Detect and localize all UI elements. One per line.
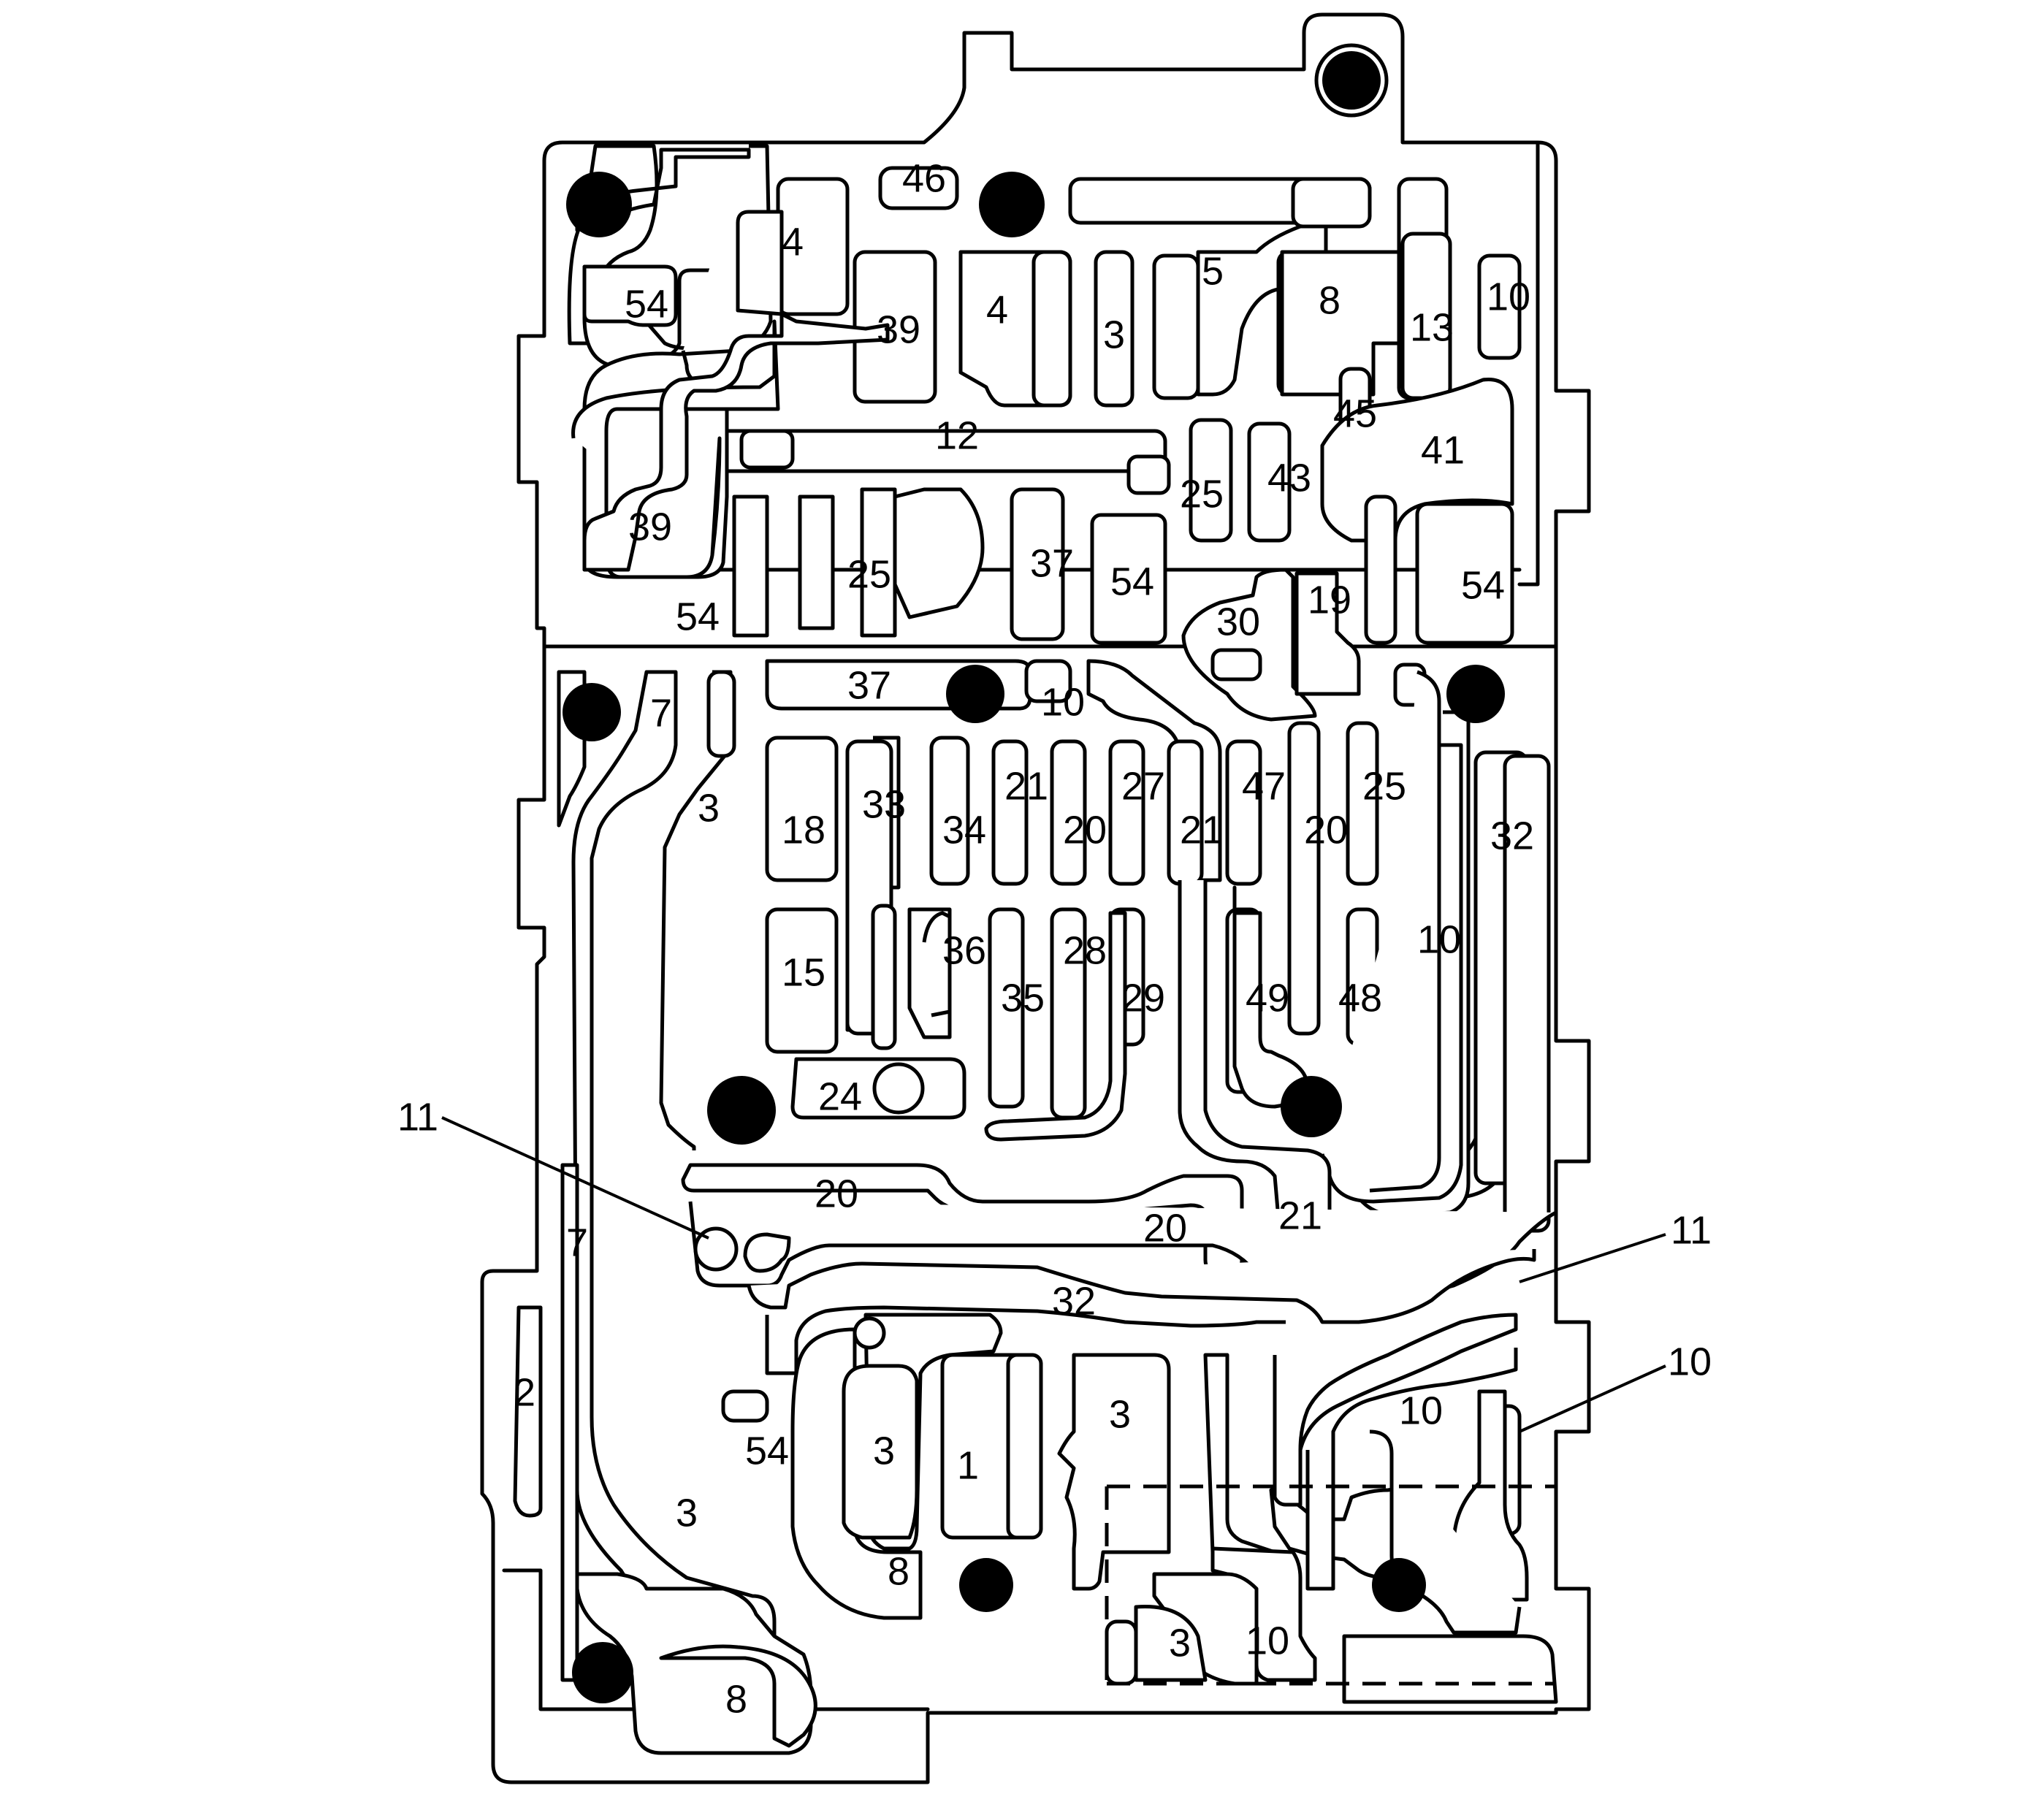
passage-label: 4 bbox=[782, 220, 804, 264]
passage-label: 18 bbox=[782, 808, 825, 852]
callout-label: 10 bbox=[1668, 1340, 1712, 1383]
passage-label: 3 bbox=[676, 1491, 698, 1535]
passage-label: 20 bbox=[1304, 808, 1348, 852]
bolt-hole-icon bbox=[1446, 665, 1505, 723]
passage-label: 37 bbox=[847, 663, 891, 707]
passage-label: 2 bbox=[514, 1370, 535, 1414]
passage-label: 3 bbox=[698, 786, 720, 830]
passage-label: 8 bbox=[1319, 278, 1341, 322]
passage-label: 28 bbox=[1063, 928, 1107, 972]
passage-label: 25 bbox=[847, 552, 891, 596]
passage-label: 33 bbox=[862, 782, 906, 826]
passage-label: 3 bbox=[1169, 1621, 1191, 1665]
bolt-hole-icon bbox=[1372, 1558, 1426, 1612]
passage-label: 1 bbox=[957, 1443, 979, 1487]
bolt-hole-icon bbox=[707, 1076, 776, 1145]
passage-label: 20 bbox=[815, 1172, 858, 1215]
bolt-hole-icon bbox=[572, 1642, 633, 1703]
passage-label: 39 bbox=[877, 308, 920, 351]
bolt-hole-icon bbox=[563, 683, 621, 741]
passage-label: 10 bbox=[1417, 917, 1461, 961]
passage-label: 54 bbox=[1461, 563, 1505, 607]
passage-label: 34 bbox=[942, 808, 986, 852]
passage-label: 21 bbox=[1278, 1194, 1322, 1237]
passage-label: 54 bbox=[625, 282, 668, 326]
passage-label: 30 bbox=[1216, 600, 1260, 644]
callout-leaders bbox=[441, 1116, 1666, 1433]
passage-label: 8 bbox=[888, 1549, 909, 1593]
passage-label: 54 bbox=[745, 1429, 789, 1473]
passage-label: 35 bbox=[1001, 976, 1045, 1020]
callout-labels: 11 11 10 bbox=[397, 1095, 1712, 1383]
callout-label: 11 bbox=[397, 1095, 438, 1139]
passage-label: 32 bbox=[1052, 1279, 1096, 1323]
passage-label: 19 bbox=[1308, 578, 1351, 622]
passage-label: 4 bbox=[986, 288, 1008, 332]
separator-plate-outline bbox=[1105, 1484, 1556, 1686]
bolt-hole-icon bbox=[946, 665, 1004, 723]
bolt-hole-icon bbox=[566, 172, 632, 237]
passage-label: 39 bbox=[628, 505, 672, 549]
passage-label: 47 bbox=[1242, 764, 1286, 808]
passage-label: 10 bbox=[1487, 275, 1530, 318]
bolt-hole-icon bbox=[979, 172, 1045, 237]
passage-label: 49 bbox=[1246, 976, 1289, 1020]
passage-label: 25 bbox=[1362, 764, 1406, 808]
passage-label: 37 bbox=[1030, 541, 1074, 585]
passage-label: 41 bbox=[1421, 428, 1465, 472]
bolt-holes bbox=[563, 43, 1505, 1703]
passage-label: 36 bbox=[942, 928, 986, 972]
bolt-hole-icon bbox=[959, 1558, 1013, 1612]
passage-labels: 46 4 54 39 4 3 5 8 13 10 12 45 41 25 43 … bbox=[514, 156, 1534, 1721]
passage-label: 24 bbox=[818, 1074, 862, 1118]
passage-label: 20 bbox=[1143, 1206, 1187, 1250]
bolt-hole-icon bbox=[1322, 51, 1381, 110]
bolt-hole-icon bbox=[1281, 1076, 1342, 1137]
passage-label: 21 bbox=[1180, 808, 1224, 852]
passage-label: 15 bbox=[782, 950, 825, 994]
callout-label: 11 bbox=[1671, 1208, 1712, 1252]
passage-label: 12 bbox=[935, 413, 979, 457]
passage-label: 7 bbox=[650, 691, 672, 735]
passage-label: 13 bbox=[1410, 305, 1454, 349]
passage-label: 10 bbox=[1246, 1619, 1289, 1662]
passage-label: 25 bbox=[1180, 472, 1224, 516]
passage-label: 20 bbox=[1063, 808, 1107, 852]
passage-label: 21 bbox=[1004, 764, 1048, 808]
passage-label: 29 bbox=[1121, 976, 1165, 1020]
passage-label: 54 bbox=[1110, 560, 1154, 603]
passage-label: 43 bbox=[1267, 456, 1311, 500]
passage-label: 10 bbox=[1041, 680, 1085, 724]
passage-label: 48 bbox=[1338, 976, 1382, 1020]
passage-label: 46 bbox=[902, 156, 946, 200]
passage-label: 8 bbox=[725, 1677, 747, 1721]
passage-label: 54 bbox=[676, 595, 720, 638]
passage-label: 7 bbox=[566, 1221, 588, 1264]
passage-label: 10 bbox=[1399, 1389, 1443, 1432]
passage-label: 5 bbox=[1202, 249, 1224, 293]
passage-label: 45 bbox=[1333, 392, 1377, 435]
passage-label: 3 bbox=[1109, 1392, 1131, 1436]
passage-label: 32 bbox=[1490, 814, 1534, 858]
passage-label: 3 bbox=[873, 1429, 895, 1473]
passage-label: 3 bbox=[1103, 313, 1125, 356]
passage-label: 27 bbox=[1121, 764, 1165, 808]
